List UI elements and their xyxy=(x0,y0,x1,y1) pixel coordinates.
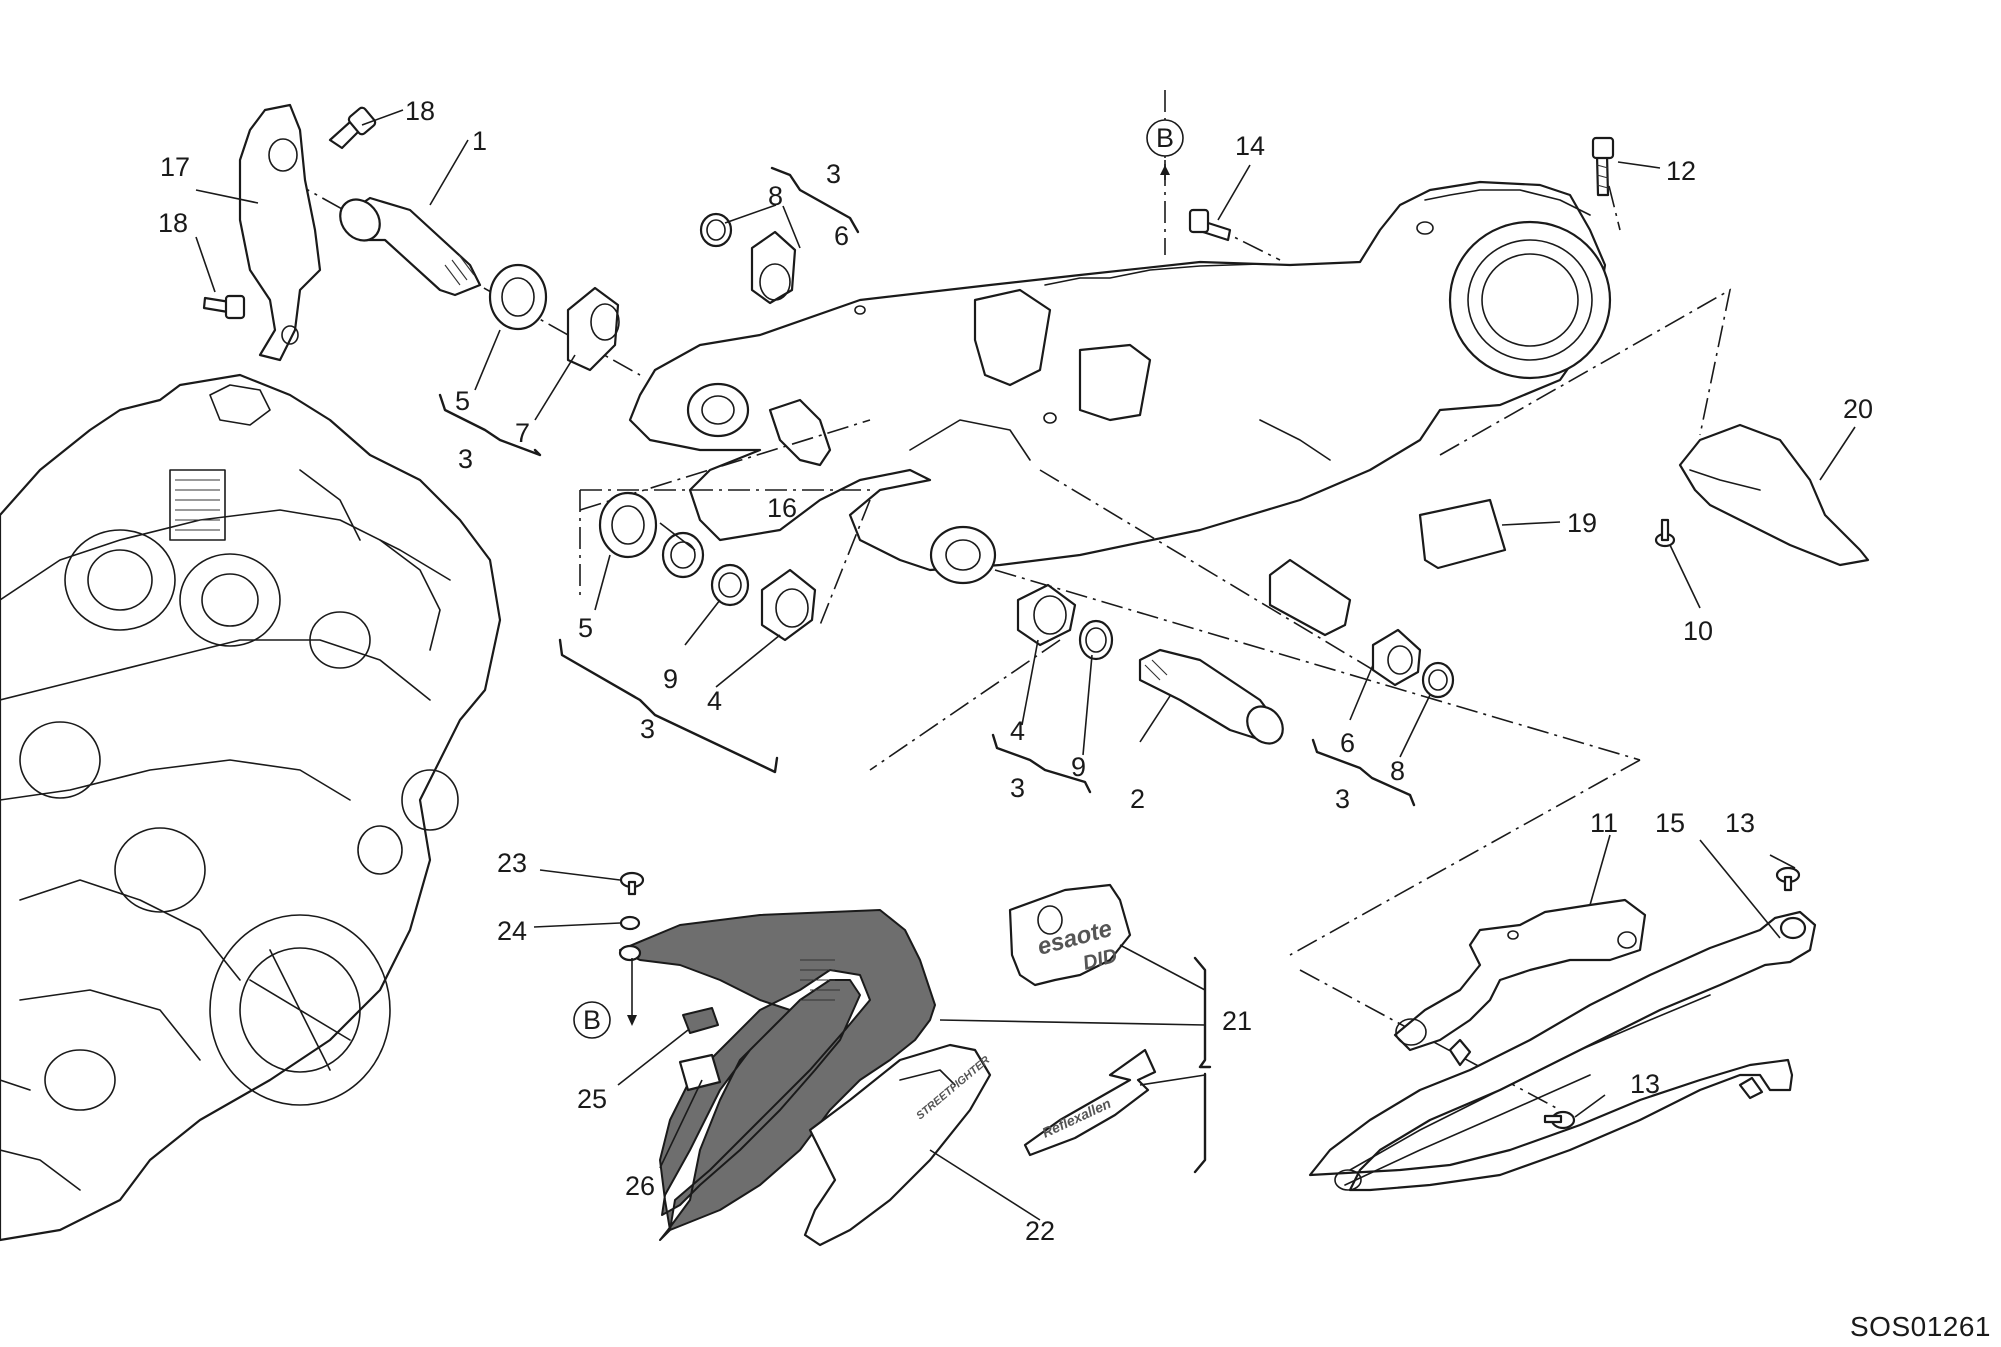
spacer-tube xyxy=(1268,558,1352,637)
callout-17: 17 xyxy=(160,152,190,182)
svg-text:B: B xyxy=(583,1005,601,1035)
callout-2: 2 xyxy=(1130,784,1145,814)
callout-18: 18 xyxy=(158,208,188,238)
callout-16: 16 xyxy=(767,493,797,523)
callout-1: 1 xyxy=(472,126,487,156)
part-24-washer xyxy=(618,915,642,962)
part-4-needle-bearing-right xyxy=(1016,583,1077,647)
part-16-seal xyxy=(661,531,705,579)
callout-3: 3 xyxy=(1010,773,1025,803)
part-20-guard xyxy=(1678,423,1870,567)
reference-marker-b-bottom: B xyxy=(573,958,637,1039)
callout-9: 9 xyxy=(663,664,678,694)
callout-10: 10 xyxy=(1683,616,1713,646)
callout-20: 20 xyxy=(1843,394,1873,424)
part-4-needle-bearing-left xyxy=(760,568,817,642)
part-14-screw xyxy=(1188,208,1232,242)
callout-13: 13 xyxy=(1725,808,1755,838)
callout-6: 6 xyxy=(1340,728,1355,758)
callout-3: 3 xyxy=(640,714,655,744)
part-11-bracket xyxy=(1393,898,1647,1052)
part-26-pad xyxy=(678,1053,722,1092)
callout-23: 23 xyxy=(497,848,527,878)
part-9-ring-left xyxy=(710,563,750,607)
part-22-chain-guard: STREETFIGHTER xyxy=(619,909,992,1247)
part-7-bushing xyxy=(566,286,620,372)
callout-3: 3 xyxy=(458,444,473,474)
callout-8: 8 xyxy=(768,181,783,211)
drawing-code: SOS01261 xyxy=(1850,1311,1991,1342)
callout-15: 15 xyxy=(1655,808,1685,838)
braces xyxy=(438,166,1416,1174)
swingarm xyxy=(628,180,1612,585)
part-5-bearing-lower xyxy=(598,491,658,559)
engine-block xyxy=(0,373,502,1242)
part-18-screw-left xyxy=(202,294,246,320)
part-6-bushing-lower xyxy=(1371,628,1422,687)
part-12-screw xyxy=(1591,136,1615,197)
part-8-ring-lower xyxy=(1421,661,1455,699)
callout-14: 14 xyxy=(1235,131,1265,161)
callout-7: 7 xyxy=(515,418,530,448)
callout-5: 5 xyxy=(455,386,470,416)
callout-18: 18 xyxy=(405,96,435,126)
part-10-screw xyxy=(1654,518,1676,548)
part-18-screw-top xyxy=(328,106,377,150)
callout-24: 24 xyxy=(497,916,527,946)
callout-13: 13 xyxy=(1630,1069,1660,1099)
leader-lines xyxy=(195,109,1856,1221)
reference-marker-b-top: B xyxy=(1146,119,1184,180)
part-23-screw xyxy=(619,871,645,896)
svg-text:B: B xyxy=(1156,123,1174,153)
part-2-pin xyxy=(1138,648,1284,745)
part-21-decal-upper: esaote DID xyxy=(1008,883,1132,987)
part-15-slider-arm xyxy=(1308,910,1817,1192)
callout-25: 25 xyxy=(577,1084,607,1114)
callout-8: 8 xyxy=(1390,756,1405,786)
callout-22: 22 xyxy=(1025,1216,1055,1246)
callout-4: 4 xyxy=(1010,716,1025,746)
callout-9: 9 xyxy=(1071,752,1086,782)
part-8-ring-upper xyxy=(699,212,733,248)
part-5-bearing-upper xyxy=(488,263,548,331)
part-9-ring-right xyxy=(1078,619,1114,661)
callout-26: 26 xyxy=(625,1171,655,1201)
part-13-screw-lower xyxy=(1543,1110,1576,1130)
callout-19: 19 xyxy=(1567,508,1597,538)
part-25-pad xyxy=(682,1007,719,1034)
part-6-bushing-upper xyxy=(750,230,797,305)
callout-3: 3 xyxy=(1335,784,1350,814)
part-19-plate xyxy=(1418,498,1507,570)
part-13-screw-upper xyxy=(1775,866,1801,892)
part-1-pivot-pin xyxy=(339,196,482,297)
part-17-bracket xyxy=(238,103,322,362)
callout-5: 5 xyxy=(578,613,593,643)
callout-3: 3 xyxy=(826,159,841,189)
callout-21: 21 xyxy=(1222,1006,1252,1036)
callout-11: 11 xyxy=(1590,808,1618,838)
part-21-decal-lower: Reflexallen xyxy=(1023,1048,1157,1157)
callout-6: 6 xyxy=(834,221,849,251)
callout-12: 12 xyxy=(1666,156,1696,186)
callout-labels: 1 2 3 3 3 3 3 4 4 5 5 6 6 7 8 8 9 9 10 1… xyxy=(158,96,1873,1246)
callout-4: 4 xyxy=(707,686,722,716)
